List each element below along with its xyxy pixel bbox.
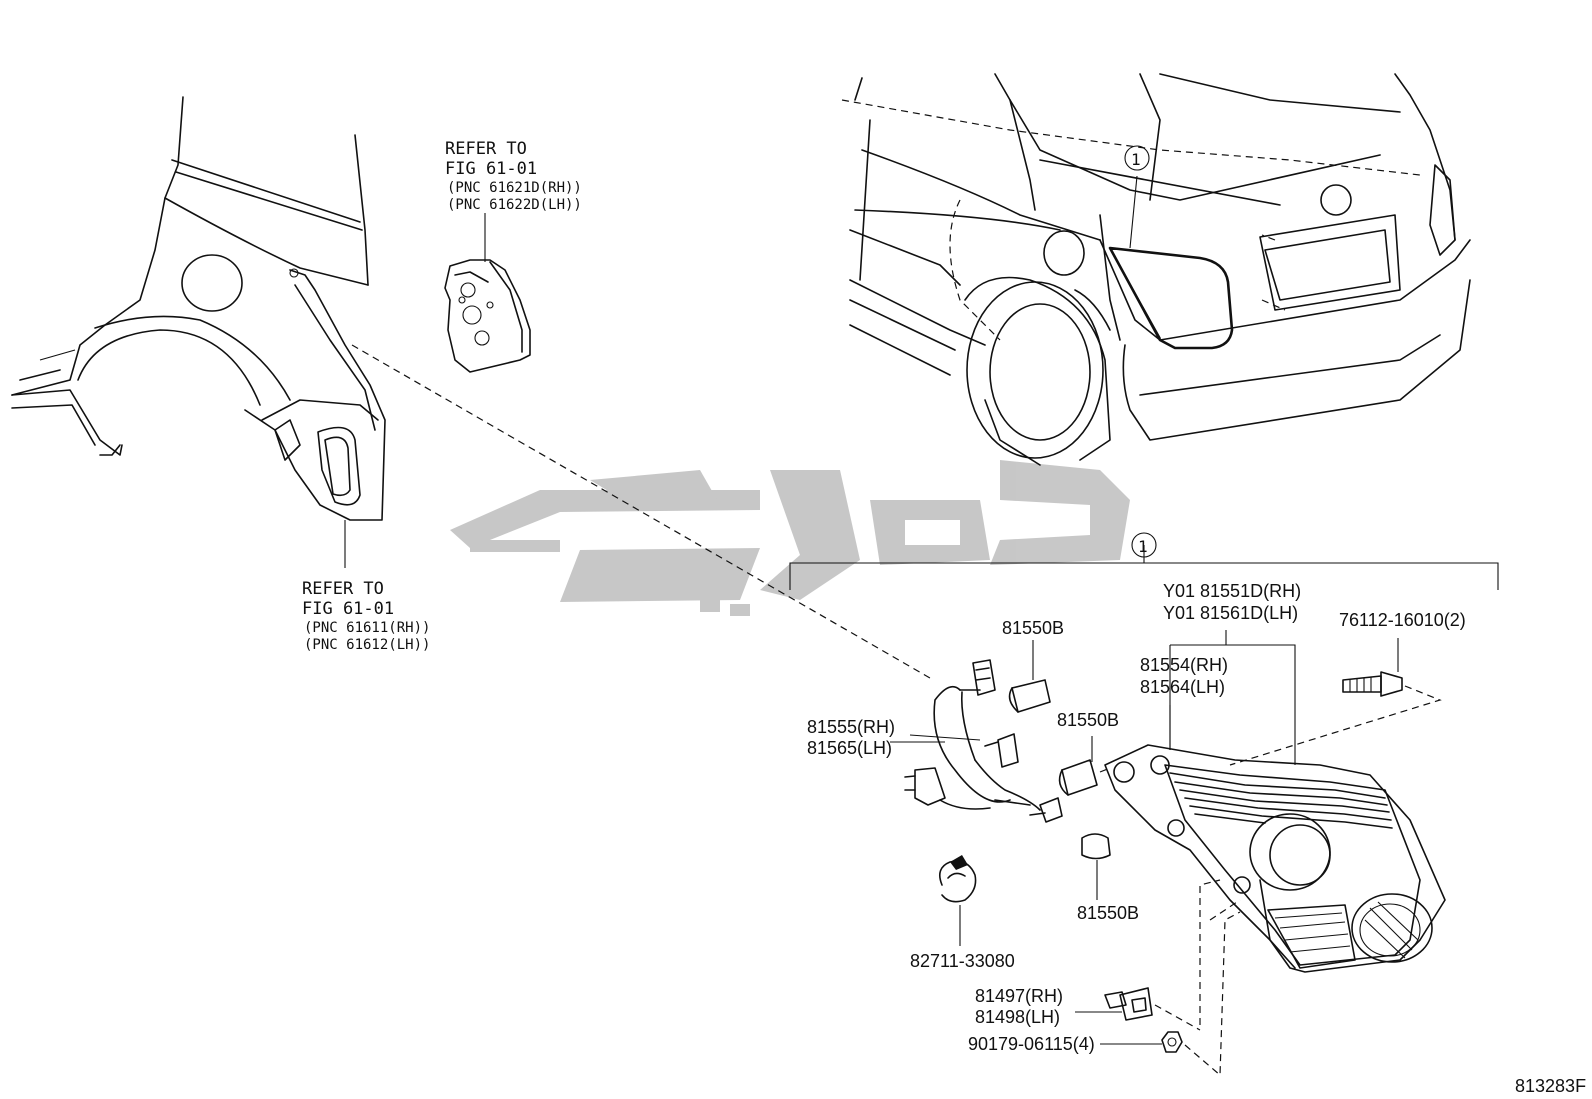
refer-note-top: REFER TO FIG 61-01 (PNC 61621D(RH)) (PNC… [445, 139, 582, 213]
refer-bottom-line1: REFER TO [302, 579, 384, 599]
part-label-bulb-top: 81550B [1002, 618, 1064, 638]
part-label-screw: 76112-16010(2) [1339, 610, 1466, 630]
callout-marker-assembly: 1 [1138, 537, 1148, 556]
part-label-bulb-low: 81550B [1077, 903, 1139, 923]
lamp-bracket-drawing [444, 213, 531, 373]
refer-top-line1: REFER TO [445, 139, 527, 159]
part-label-socket-lh: 81498(LH) [975, 1007, 1060, 1027]
refer-bottom-line2: FIG 61-01 [302, 599, 394, 619]
part-label-lens-rh: 81554(RH) [1140, 655, 1228, 675]
part-label-clamp: 82711-33080 [910, 951, 1015, 971]
refer-bottom-line4: (PNC 61612(LH)) [304, 637, 430, 653]
refer-top-line2: FIG 61-01 [445, 159, 537, 179]
car-rear-drawing [841, 73, 1471, 466]
quarter-panel-drawing [11, 96, 386, 568]
part-label-lens-lh: 81564(LH) [1140, 677, 1225, 697]
part-label-lamp-assy-lh: Y01 81561D(LH) [1163, 603, 1298, 623]
refer-note-bottom: REFER TO FIG 61-01 (PNC 61611(RH)) (PNC … [302, 579, 430, 653]
part-label-lamp-assy-rh: Y01 81551D(RH) [1163, 581, 1301, 601]
watermark-logo [450, 460, 1130, 616]
refer-top-line3: (PNC 61621D(RH)) [447, 180, 582, 196]
refer-top-line4: (PNC 61622D(LH)) [447, 197, 582, 213]
refer-bottom-line3: (PNC 61611(RH)) [304, 620, 430, 636]
part-label-socket-rh: 81497(RH) [975, 986, 1063, 1006]
callout-marker-car: 1 [1131, 150, 1141, 169]
part-label-wire-lh: 81565(LH) [807, 738, 892, 758]
tail-lamp-exploded-drawing [351, 344, 1499, 1077]
part-label-wire-rh: 81555(RH) [807, 717, 895, 737]
part-label-nut: 90179-06115(4) [968, 1034, 1095, 1054]
part-label-bulb-mid: 81550B [1057, 710, 1119, 730]
figure-id: 813283F [1515, 1076, 1586, 1096]
